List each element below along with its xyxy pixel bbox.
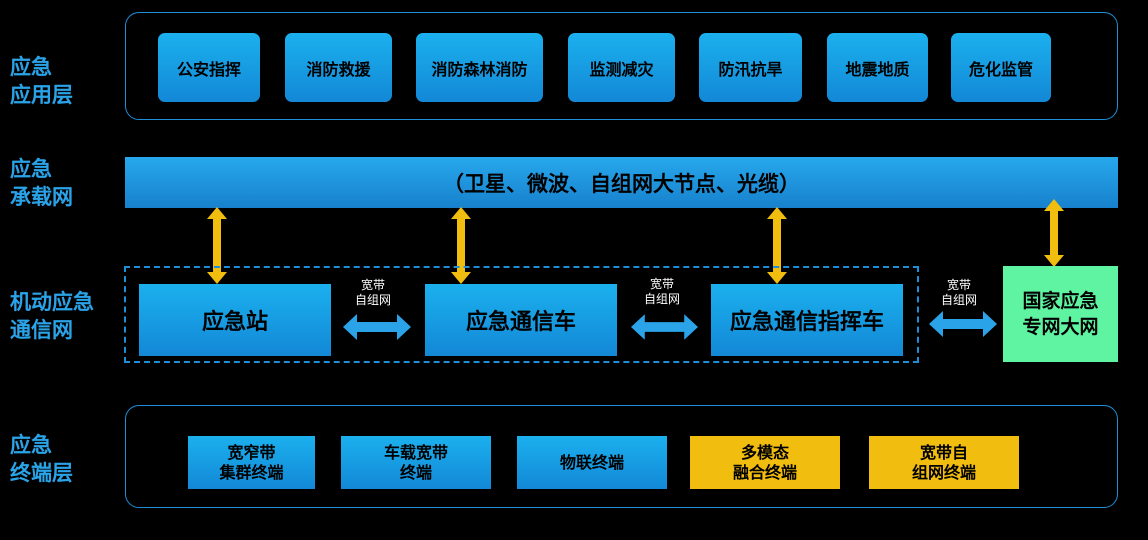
terminal-layer-label: 应急终端层	[10, 433, 73, 485]
node-emergency-station: 应急站	[139, 284, 331, 356]
link-label-3: 宽带自组网	[940, 278, 977, 307]
app-item-fire-rescue: 消防救援	[285, 33, 392, 102]
node-command-vehicle: 应急通信指挥车	[711, 284, 903, 356]
vertical-arrow-national	[1044, 199, 1064, 267]
terminal-iot: 物联终端	[517, 436, 667, 489]
national-emergency-network: 国家应急 专网大网	[1003, 266, 1118, 362]
app-item-hazardous-chemicals: 危化监管	[951, 33, 1051, 102]
vertical-arrow-command-vehicle	[767, 207, 787, 284]
mobile-network-label: 机动应急通信网	[10, 290, 94, 342]
node-comm-vehicle: 应急通信车	[425, 284, 617, 356]
application-layer-label: 应急应用层	[10, 55, 73, 107]
link-arrow-3	[929, 311, 997, 337]
app-item-earthquake-geology: 地震地质	[827, 33, 928, 102]
bearer-network-bar: （卫星、微波、自组网大节点、光缆）	[125, 157, 1118, 208]
app-item-disaster-monitoring: 监测减灾	[568, 33, 675, 102]
vertical-arrow-station	[207, 207, 227, 284]
terminal-vehicle-broadband: 车载宽带终端	[341, 436, 491, 489]
link-label-1: 宽带自组网	[354, 278, 391, 307]
link-arrow-2	[631, 314, 698, 340]
terminal-adhoc-broadband: 宽带自组网终端	[869, 436, 1019, 489]
app-item-forest-fire: 消防森林消防	[416, 33, 543, 102]
terminal-multimodal: 多模态融合终端	[690, 436, 840, 489]
vertical-arrow-comm-vehicle	[451, 207, 471, 284]
terminal-broadband-cluster: 宽窄带集群终端	[188, 436, 315, 489]
bearer-network-label: 应急承载网	[10, 157, 73, 209]
link-arrow-1	[343, 314, 411, 340]
app-item-flood-drought: 防汛抗旱	[699, 33, 802, 102]
mobile-network-group	[124, 266, 919, 363]
link-label-2: 宽带自组网	[643, 277, 680, 306]
app-item-public-security: 公安指挥	[158, 33, 260, 102]
